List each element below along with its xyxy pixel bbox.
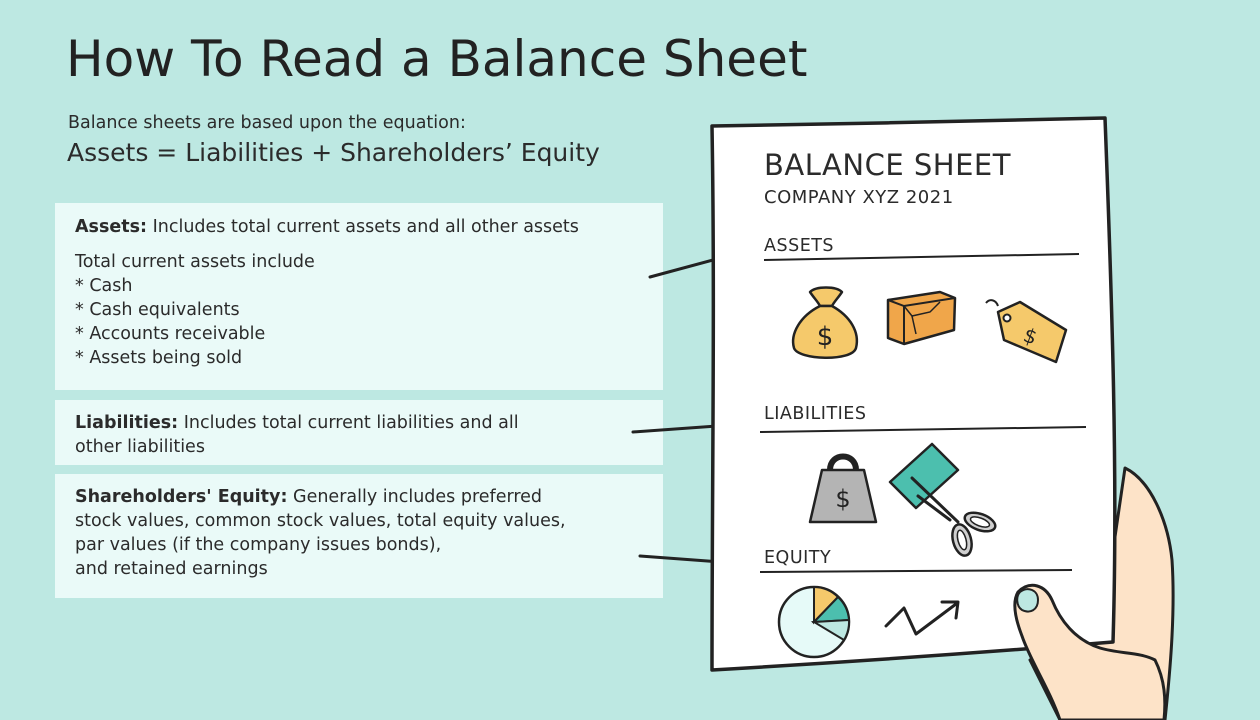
hand-thumb bbox=[1013, 583, 1167, 720]
assets-text: Includes total current assets and all ot… bbox=[147, 217, 579, 237]
equity-line-1: Shareholders' Equity: Generally includes… bbox=[75, 485, 643, 509]
liabilities-line-1: Liabilities: Includes total current liab… bbox=[75, 411, 643, 435]
equity-underline bbox=[759, 569, 1073, 573]
liabilities-box: Liabilities: Includes total current liab… bbox=[55, 400, 663, 465]
sheet-assets-label: ASSETS bbox=[764, 236, 835, 256]
weight-icon: $ bbox=[808, 453, 878, 524]
thumbnail bbox=[1016, 588, 1040, 613]
scissors-cutting-card-icon bbox=[888, 442, 997, 557]
assets-underline bbox=[763, 253, 1080, 261]
assets-list-item: * Cash bbox=[75, 276, 133, 296]
intro-text: Balance sheets are based upon the equati… bbox=[68, 113, 466, 133]
price-tag-icon: $ bbox=[985, 299, 1068, 364]
trend-arrow-icon bbox=[884, 600, 960, 636]
equity-box: Shareholders' Equity: Generally includes… bbox=[55, 474, 663, 598]
equity-line-2: stock values, common stock values, total… bbox=[75, 511, 566, 531]
money-bag-symbol: $ bbox=[817, 322, 834, 352]
sheet-company: COMPANY XYZ 2021 bbox=[764, 187, 954, 208]
assets-list-intro: Total current assets include bbox=[75, 252, 315, 272]
sheet-equity-label: EQUITY bbox=[764, 548, 832, 568]
liabilities-text: Includes total current liabilities and a… bbox=[178, 413, 519, 433]
assets-list-item: * Assets being sold bbox=[75, 348, 243, 368]
equity-text: Generally includes preferred bbox=[287, 487, 543, 507]
pie-chart-icon bbox=[777, 585, 851, 659]
assets-list-item: * Cash equivalents bbox=[75, 300, 240, 320]
equity-line-4: and retained earnings bbox=[75, 559, 268, 579]
liabilities-underline bbox=[759, 426, 1087, 433]
assets-box: Assets: Includes total current assets an… bbox=[55, 203, 663, 390]
weight-symbol: $ bbox=[835, 485, 850, 513]
liabilities-heading: Liabilities: bbox=[75, 413, 179, 433]
assets-heading: Assets: bbox=[75, 217, 148, 237]
equity-line-3: par values (if the company issues bonds)… bbox=[75, 535, 442, 555]
equity-heading: Shareholders' Equity: bbox=[75, 487, 288, 507]
assets-list-item: * Accounts receivable bbox=[75, 324, 266, 344]
page-title: How To Read a Balance Sheet bbox=[66, 30, 808, 88]
money-bag-icon: $ bbox=[791, 286, 859, 359]
sheet-liabilities-label: LIABILITIES bbox=[764, 404, 867, 424]
liabilities-line-2: other liabilities bbox=[75, 437, 205, 457]
box-icon bbox=[886, 290, 957, 346]
assets-description: Assets: Includes total current assets an… bbox=[75, 215, 643, 239]
sheet-title: BALANCE SHEET bbox=[764, 148, 1011, 182]
equation-text: Assets = Liabilities + Shareholders’ Equ… bbox=[67, 138, 600, 167]
